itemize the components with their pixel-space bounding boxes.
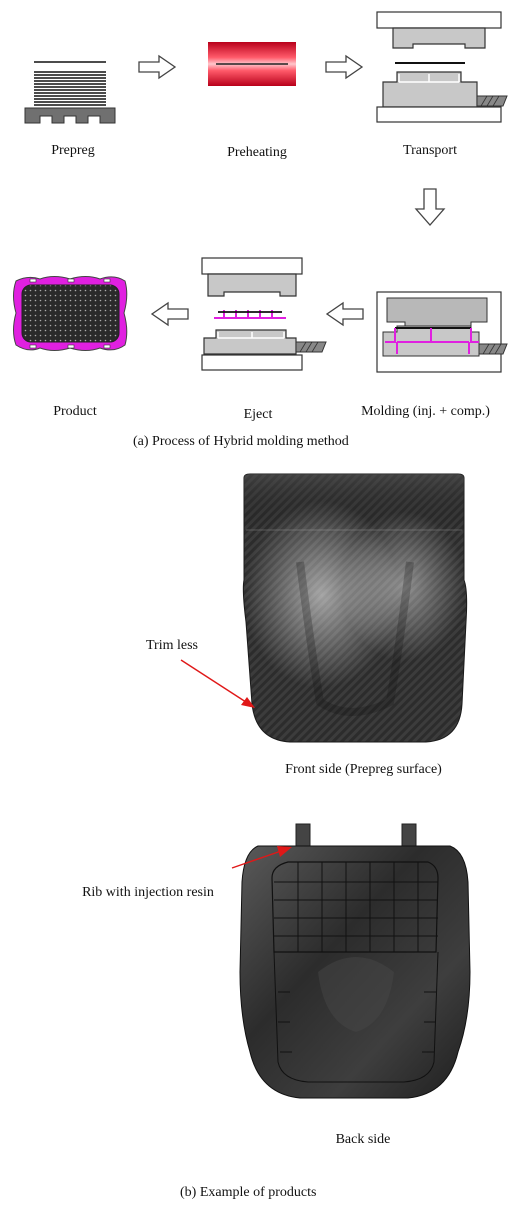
eject-mold-illustration	[201, 257, 327, 371]
transport-mold-illustration	[376, 11, 508, 123]
annotation-arrow-icon	[180, 659, 255, 708]
back-side-product-photo	[239, 823, 471, 1099]
figure-caption-b: (b) Example of products	[180, 1185, 317, 1200]
step-label-molding: Molding (inj. + comp.)	[361, 404, 490, 419]
back-side-caption: Back side	[335, 1132, 391, 1147]
right-arrow-icon	[325, 54, 364, 80]
down-arrow-icon	[414, 188, 446, 226]
molding-mold-illustration	[376, 291, 508, 373]
annotation-trim-less: Trim less	[145, 638, 198, 653]
product-part-illustration	[13, 276, 128, 351]
step-label-preheating: Preheating	[227, 145, 287, 160]
annotation-rib-injection-resin: Rib with injection resin	[82, 885, 214, 900]
annotation-arrow-icon	[231, 846, 292, 869]
left-arrow-icon	[150, 301, 189, 327]
step-label-product: Product	[53, 404, 97, 419]
step-label-transport: Transport	[403, 143, 457, 158]
right-arrow-icon	[138, 54, 177, 80]
front-side-caption: Front side (Prepreg surface)	[285, 762, 442, 777]
front-side-product-photo	[242, 473, 468, 743]
left-arrow-icon	[325, 301, 364, 327]
step-label-eject: Eject	[243, 407, 273, 422]
preheating-heater-illustration	[208, 42, 296, 86]
step-label-prepreg: Prepreg	[51, 143, 95, 158]
prepreg-stack-illustration	[24, 61, 116, 124]
figure-caption-a: (a) Process of Hybrid molding method	[133, 434, 349, 449]
